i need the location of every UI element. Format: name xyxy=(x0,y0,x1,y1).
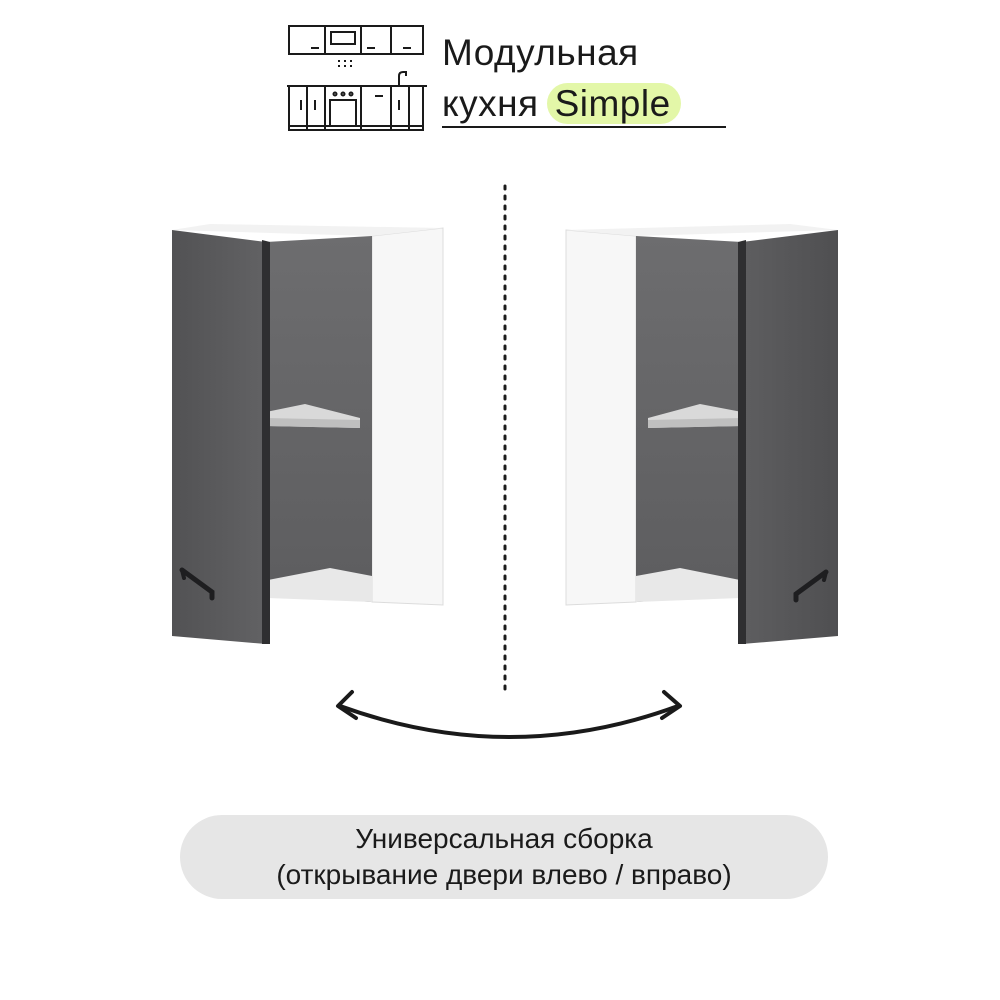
brand-underline xyxy=(442,126,726,128)
left-cabinet xyxy=(172,224,444,644)
brand-word-kitchen: кухня xyxy=(442,83,539,124)
double-headed-curved-arrow-icon xyxy=(336,690,682,739)
caption-line1: Универсальная сборка xyxy=(355,823,653,854)
right-cabinet xyxy=(565,224,838,644)
assembly-caption: Универсальная сборка (открывание двери в… xyxy=(180,815,828,899)
cabinet-illustration xyxy=(172,184,838,739)
brand-title-line1: Модульная xyxy=(442,32,639,73)
caption-line2: (открывание двери влево / вправо) xyxy=(276,859,732,890)
brand-highlight-simple: Simple xyxy=(546,83,681,124)
kitchen-logo-icon xyxy=(287,25,427,131)
